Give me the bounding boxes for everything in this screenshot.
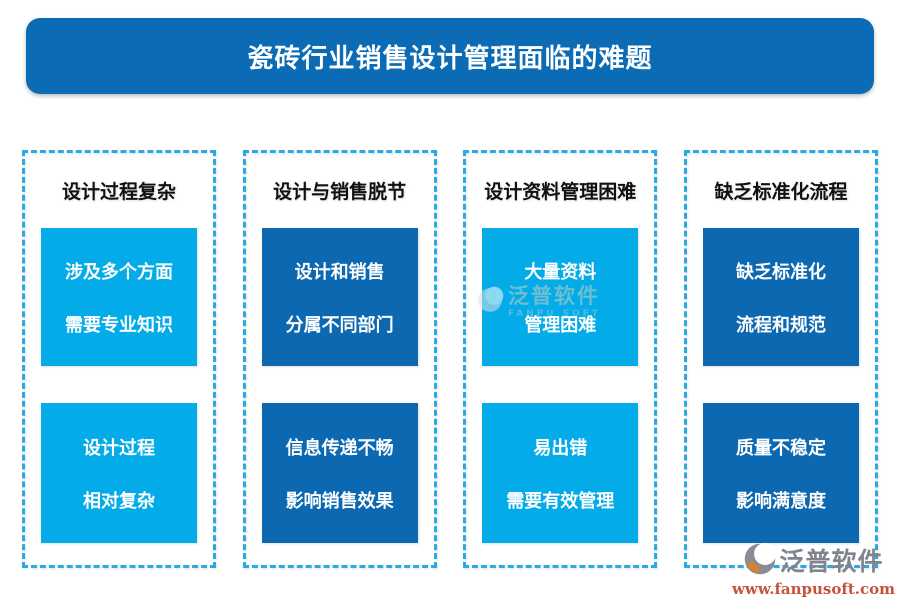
problem-box-line: 易出错 xyxy=(533,437,588,459)
columns-container: 设计过程复杂 涉及多个方面 需要专业知识 设计过程 相对复杂 设计与销售脱节 设… xyxy=(22,150,878,568)
logo-url: www.fanpusoft.com xyxy=(732,580,895,598)
title-banner: 瓷砖行业销售设计管理面临的难题 xyxy=(26,18,874,94)
fanpu-logo: 泛普软件 www.fanpusoft.com xyxy=(732,542,895,597)
problem-box: 信息传递不畅 影响销售效果 xyxy=(261,403,418,543)
problem-box-line: 质量不稳定 xyxy=(735,437,826,459)
problem-box-line: 相对复杂 xyxy=(83,490,155,512)
column-heading: 设计资料管理困难 xyxy=(484,181,637,203)
column-heading: 设计过程复杂 xyxy=(61,181,176,203)
column-lack-standard-process: 缺乏标准化流程 缺乏标准化 流程和规范 质量不稳定 影响满意度 xyxy=(683,150,878,568)
problem-box-line: 需要专业知识 xyxy=(65,314,173,336)
problem-box-line: 影响满意度 xyxy=(735,490,826,512)
problem-box-line: 流程和规范 xyxy=(735,314,826,336)
problem-box: 设计和销售 分属不同部门 xyxy=(261,228,418,366)
problem-box-line: 分属不同部门 xyxy=(285,314,394,336)
problem-box-line: 涉及多个方面 xyxy=(65,261,173,283)
column-heading: 设计与销售脱节 xyxy=(273,181,407,203)
fanpu-swoosh-icon xyxy=(743,542,777,580)
problem-box: 易出错 需要有效管理 xyxy=(482,403,639,543)
column-design-process-complex: 设计过程复杂 涉及多个方面 需要专业知识 设计过程 相对复杂 xyxy=(22,150,216,568)
column-material-management-difficult: 设计资料管理困难 大量资料 管理困难 易出错 需要有效管理 xyxy=(463,150,658,568)
problem-box-line: 缺乏标准化 xyxy=(735,261,826,283)
problem-box-line: 设计和销售 xyxy=(294,261,385,283)
problem-box: 大量资料 管理困难 xyxy=(482,228,639,366)
problem-box-line: 设计过程 xyxy=(83,437,155,459)
logo-name: 泛普软件 xyxy=(779,546,884,576)
problem-box-line: 大量资料 xyxy=(524,261,597,283)
problem-box-line: 信息传递不畅 xyxy=(285,437,394,459)
problem-box: 涉及多个方面 需要专业知识 xyxy=(41,228,197,366)
problem-box: 缺乏标准化 流程和规范 xyxy=(702,228,859,366)
problem-box-line: 需要有效管理 xyxy=(506,490,615,512)
column-heading: 缺乏标准化流程 xyxy=(714,181,848,203)
problem-box: 质量不稳定 影响满意度 xyxy=(702,403,859,543)
page-title: 瓷砖行业销售设计管理面临的难题 xyxy=(247,43,653,74)
problem-box-line: 影响销售效果 xyxy=(285,490,394,512)
problem-box: 设计过程 相对复杂 xyxy=(41,403,197,543)
column-design-sales-disconnect: 设计与销售脱节 设计和销售 分属不同部门 信息传递不畅 影响销售效果 xyxy=(242,150,437,568)
problem-box-line: 管理困难 xyxy=(524,314,597,336)
